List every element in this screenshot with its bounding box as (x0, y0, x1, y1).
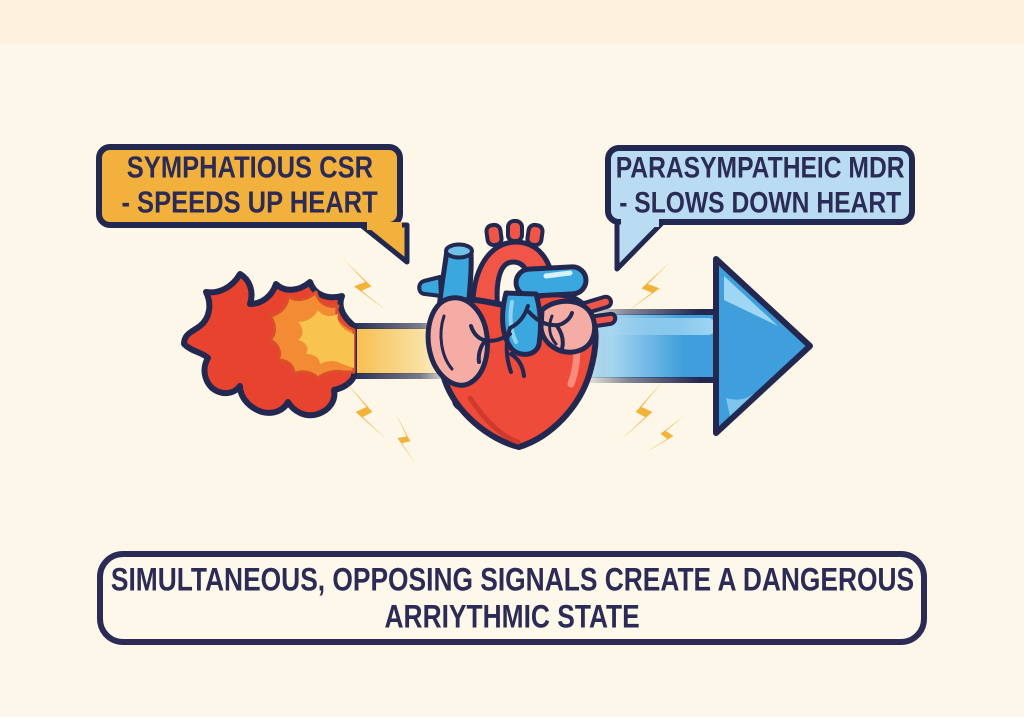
speech-tail-icon (358, 222, 410, 265)
speech-tail-icon (614, 219, 666, 272)
anatomical-heart-icon (417, 219, 618, 450)
sympathetic-line-2: - SPEEDS UP HEART (121, 186, 378, 220)
lightning-bolt-icon (346, 382, 387, 440)
banner-simultaneous-signals: SIMULTANEOUS, OPPOSING SIGNALS CREATE A … (97, 551, 927, 645)
speech-bubble-sympathetic: SYMPHATIOUS CSR - SPEEDS UP HEART (96, 144, 410, 265)
sympathetic-line-1: SYMPHATIOUS CSR (126, 151, 373, 185)
blue-right-arrow-icon (575, 256, 813, 436)
parasympathetic-line-1: PARASYMPATHEIC MDR (615, 151, 905, 184)
lightning-bolt-icon (621, 382, 662, 440)
background-top-strip (0, 0, 1024, 44)
lightning-bolt-icon (384, 414, 428, 465)
speech-bubble-parasympathetic: PARASYMPATHEIC MDR - SLOWS DOWN HEART (605, 145, 915, 272)
banner-line-2: ARRIYTHMIC STATE (384, 598, 640, 635)
banner-line-1: SIMULTANEOUS, OPPOSING SIGNALS CREATE A … (110, 561, 914, 598)
parasympathetic-line-2: - SLOWS DOWN HEART (619, 186, 901, 219)
lightning-bolt-icon (645, 409, 685, 459)
